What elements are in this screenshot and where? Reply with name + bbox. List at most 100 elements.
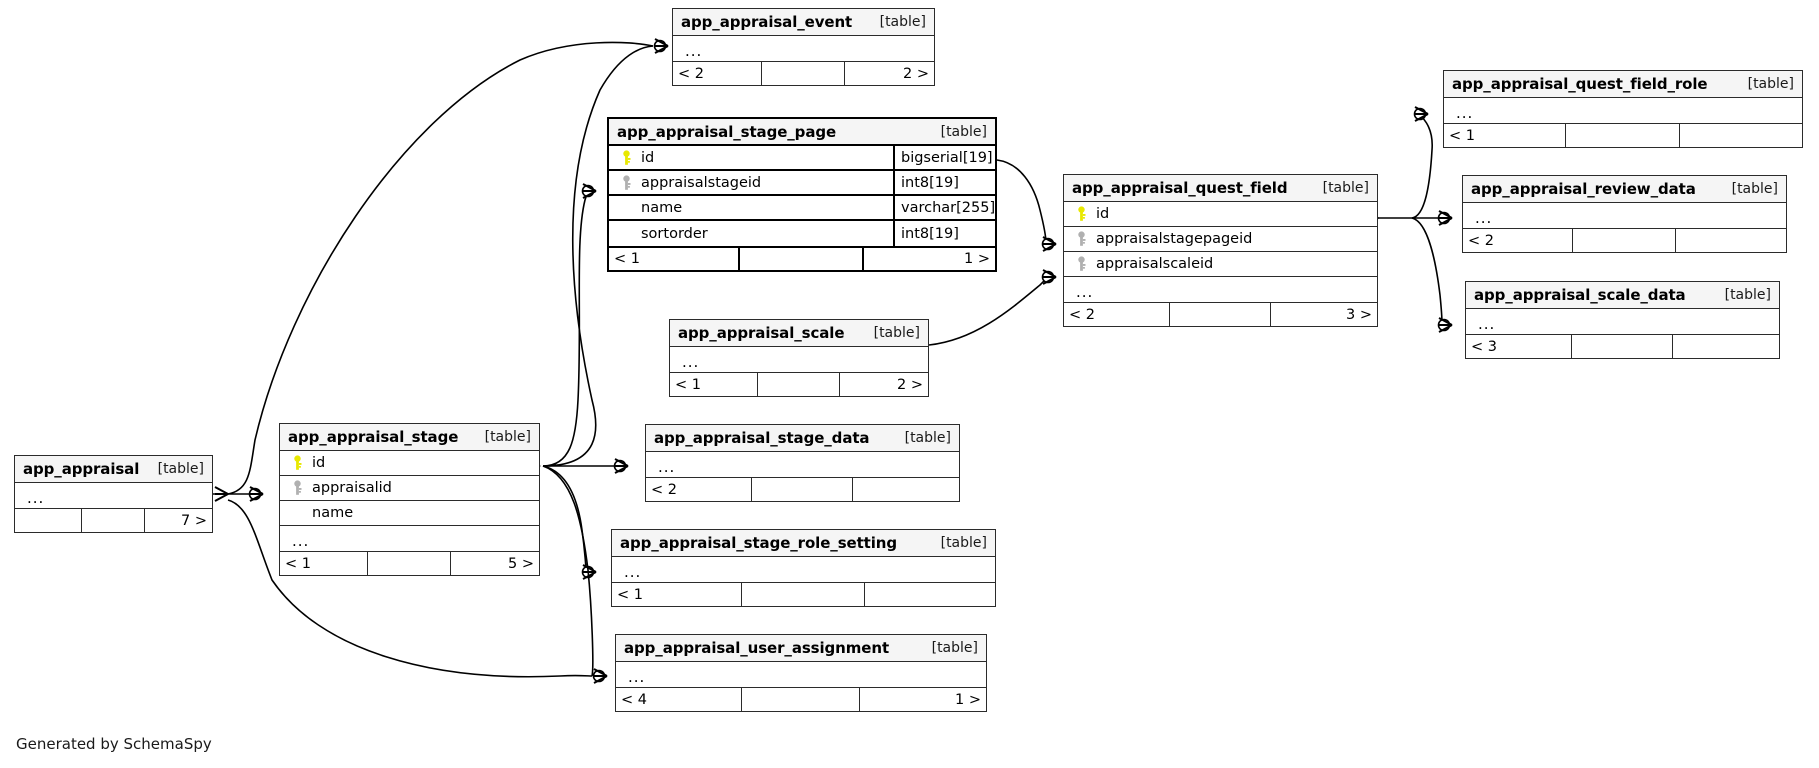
table-title: app_appraisal_scale_data [1474,286,1686,304]
column-name-cell: name [609,200,893,216]
footer-parent-count: < 1 [612,583,743,606]
footer-middle [1170,303,1271,326]
footer-child-count: 1 > [955,691,981,708]
table-columns: id appraisalid name... [280,451,539,551]
ellipsis-text: ... [27,489,45,504]
footer-child-count [865,583,995,606]
primary-key-icon [1070,206,1092,222]
table-title: app_appraisal_stage [288,428,459,446]
ellipsis-text: ... [624,563,642,578]
table-header-app_appraisal_quest_field_role: app_appraisal_quest_field_role[table] [1444,71,1802,98]
table-title: app_appraisal_stage_data [654,429,870,447]
table-title: app_appraisal_quest_field [1072,179,1288,197]
table-columns: ... [646,452,959,477]
footer-parent-count: < 1 [670,373,758,396]
hidden-columns-row: ... [1064,277,1377,302]
footer-child-count: 5 > [508,555,535,572]
footer-child-count [1676,229,1786,252]
column-row[interactable]: name [280,501,539,526]
footer-middle [1573,229,1677,252]
table-footer-app_appraisal_stage_role_setting: < 1 [612,582,995,606]
table-header-app_appraisal: app_appraisal[table] [15,456,212,483]
table-footer-app_appraisal_quest_field_role: < 1 [1444,123,1802,147]
table-node-app_appraisal_user_assignment[interactable]: app_appraisal_user_assignment[table]...<… [615,634,987,712]
table-node-app_appraisal_stage_data[interactable]: app_appraisal_stage_data[table]...< 2 [645,424,960,502]
edge-stage-to-role-setting [542,465,587,572]
table-node-app_appraisal_stage_role_setting[interactable]: app_appraisal_stage_role_setting[table].… [611,529,996,607]
table-header-app_appraisal_stage_page: app_appraisal_stage_page[table] [609,119,995,146]
table-kind-label: [table] [873,325,920,341]
hidden-columns-row: ... [1466,309,1779,334]
column-row[interactable]: id [1064,202,1377,227]
table-columns: ... [612,557,995,582]
footer-middle [762,62,846,85]
table-columns: ... [616,662,986,687]
column-label: id [312,455,326,471]
table-footer-app_appraisal: 7 > [15,508,212,532]
ellipsis-text: ... [628,668,646,683]
ellipsis-text: ... [1076,283,1094,298]
hidden-columns-row: ... [1463,203,1786,228]
column-row[interactable]: appraisalscaleid [1064,252,1377,277]
table-kind-label: [table] [879,14,926,30]
column-row[interactable]: appraisalstagepageid [1064,227,1377,252]
hidden-columns-row: ... [646,452,959,477]
hidden-columns-row: ... [1444,98,1802,123]
column-name-cell: id [1064,206,1377,222]
hidden-columns-row: ... [280,526,539,551]
footer-parent-count: < 1 [609,248,741,270]
footer-child-count: 3 > [1346,306,1373,323]
hidden-columns-ellipsis: ... [1444,103,1802,119]
column-name-cell: sortorder [609,226,893,242]
foreign-key-icon [286,480,308,496]
table-node-app_appraisal_scale_data[interactable]: app_appraisal_scale_data [table]... < 3 [1465,281,1780,359]
footer-middle [368,552,451,575]
column-name-cell: appraisalid [280,480,539,496]
table-columns: ... [15,483,212,508]
ellipsis-text: ... [682,353,700,368]
column-label: appraisalid [312,480,392,496]
column-row[interactable]: appraisalid [280,476,539,501]
hidden-columns-ellipsis: ... [280,531,539,547]
footer-parent-count [15,509,82,532]
table-node-app_appraisal[interactable]: app_appraisal[table]... 7 > [14,455,213,533]
schemaspy-credit: Generated by SchemaSpy [16,735,212,753]
hidden-columns-ellipsis: ... [1466,314,1779,330]
table-kind-label: [table] [1724,287,1771,303]
ellipsis-text: ... [1456,104,1474,119]
footer-middle [742,583,865,606]
hidden-columns-row: ... [673,36,934,61]
primary-key-icon [615,149,637,166]
table-columns: ... [1466,309,1779,334]
footer-parent-count: < 2 [646,478,753,501]
hidden-columns-row: ... [612,557,995,582]
table-node-app_appraisal_quest_field_role[interactable]: app_appraisal_quest_field_role[table]...… [1443,70,1803,148]
table-header-app_appraisal_scale_data: app_appraisal_scale_data [table] [1466,282,1779,309]
table-kind-label: [table] [931,640,978,656]
column-label: name [312,505,354,521]
table-columns: ... [1463,203,1786,228]
footer-child-count: 2 > [903,65,929,82]
table-node-app_appraisal_review_data[interactable]: app_appraisal_review_data[table]...< 2 [1462,175,1787,253]
column-row[interactable]: id [280,451,539,476]
column-type-cell: bigserial[19] [893,146,995,169]
table-title: app_appraisal_event [681,13,853,31]
footer-middle [1572,335,1673,358]
footer-middle [752,478,853,501]
table-title: app_appraisal_stage_role_setting [620,534,897,552]
footer-parent-count: < 3 [1466,335,1573,358]
